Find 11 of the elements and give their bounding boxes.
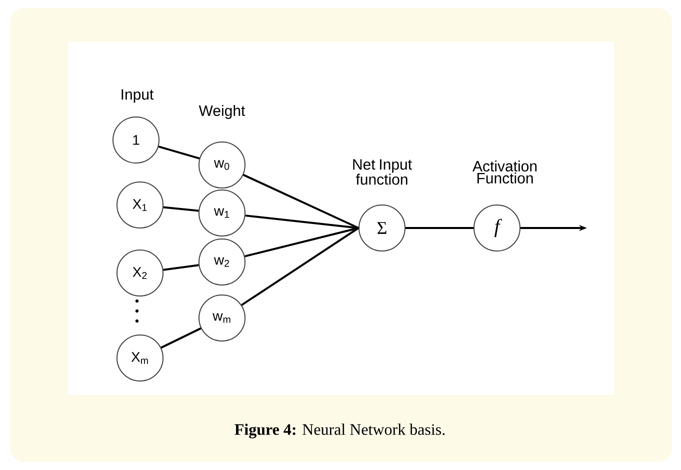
figure-caption: Figure 4: Neural Network basis. bbox=[234, 424, 445, 438]
connector-line bbox=[163, 206, 199, 212]
connector-line bbox=[245, 214, 359, 229]
connector-line bbox=[163, 264, 199, 271]
connector-line bbox=[406, 227, 474, 229]
connector-line bbox=[241, 227, 360, 306]
connector-line bbox=[158, 146, 200, 160]
connector-line bbox=[244, 227, 359, 258]
connector-line bbox=[242, 174, 359, 229]
heading-label: Weight bbox=[198, 105, 246, 119]
connector-line bbox=[160, 327, 202, 349]
